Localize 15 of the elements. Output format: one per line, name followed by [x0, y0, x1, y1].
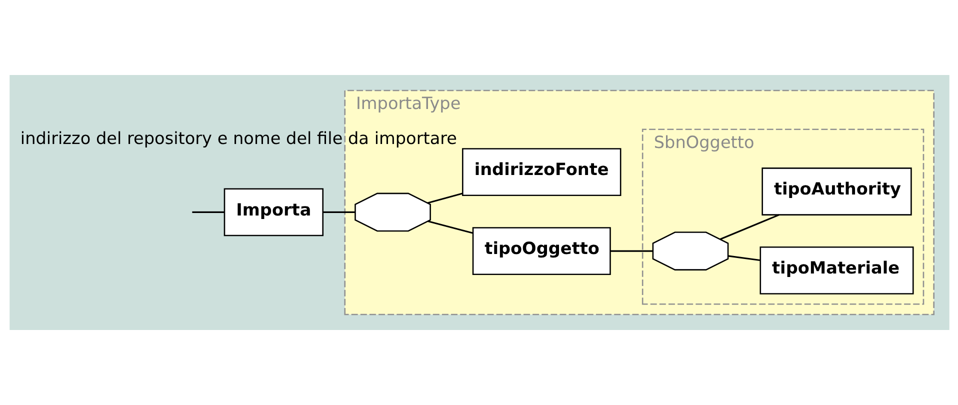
node-box: indirizzoFonte: [462, 148, 621, 196]
node-label: indirizzo del repository e nome del file da importare: [20, 128, 457, 148]
node-box: Importa: [223, 188, 324, 236]
node-box: tipoOggetto: [472, 227, 610, 275]
connector: [322, 211, 354, 213]
node-box: tipoMateriale: [759, 246, 914, 294]
connector: [426, 192, 462, 204]
connector: [427, 220, 472, 234]
connector: [727, 255, 760, 262]
node-box: tipoAuthority: [761, 168, 912, 216]
connector: [719, 214, 779, 240]
connector: [610, 250, 652, 252]
node-octagon: [354, 192, 430, 232]
node-octagon: [652, 232, 728, 270]
connector: [192, 211, 224, 213]
